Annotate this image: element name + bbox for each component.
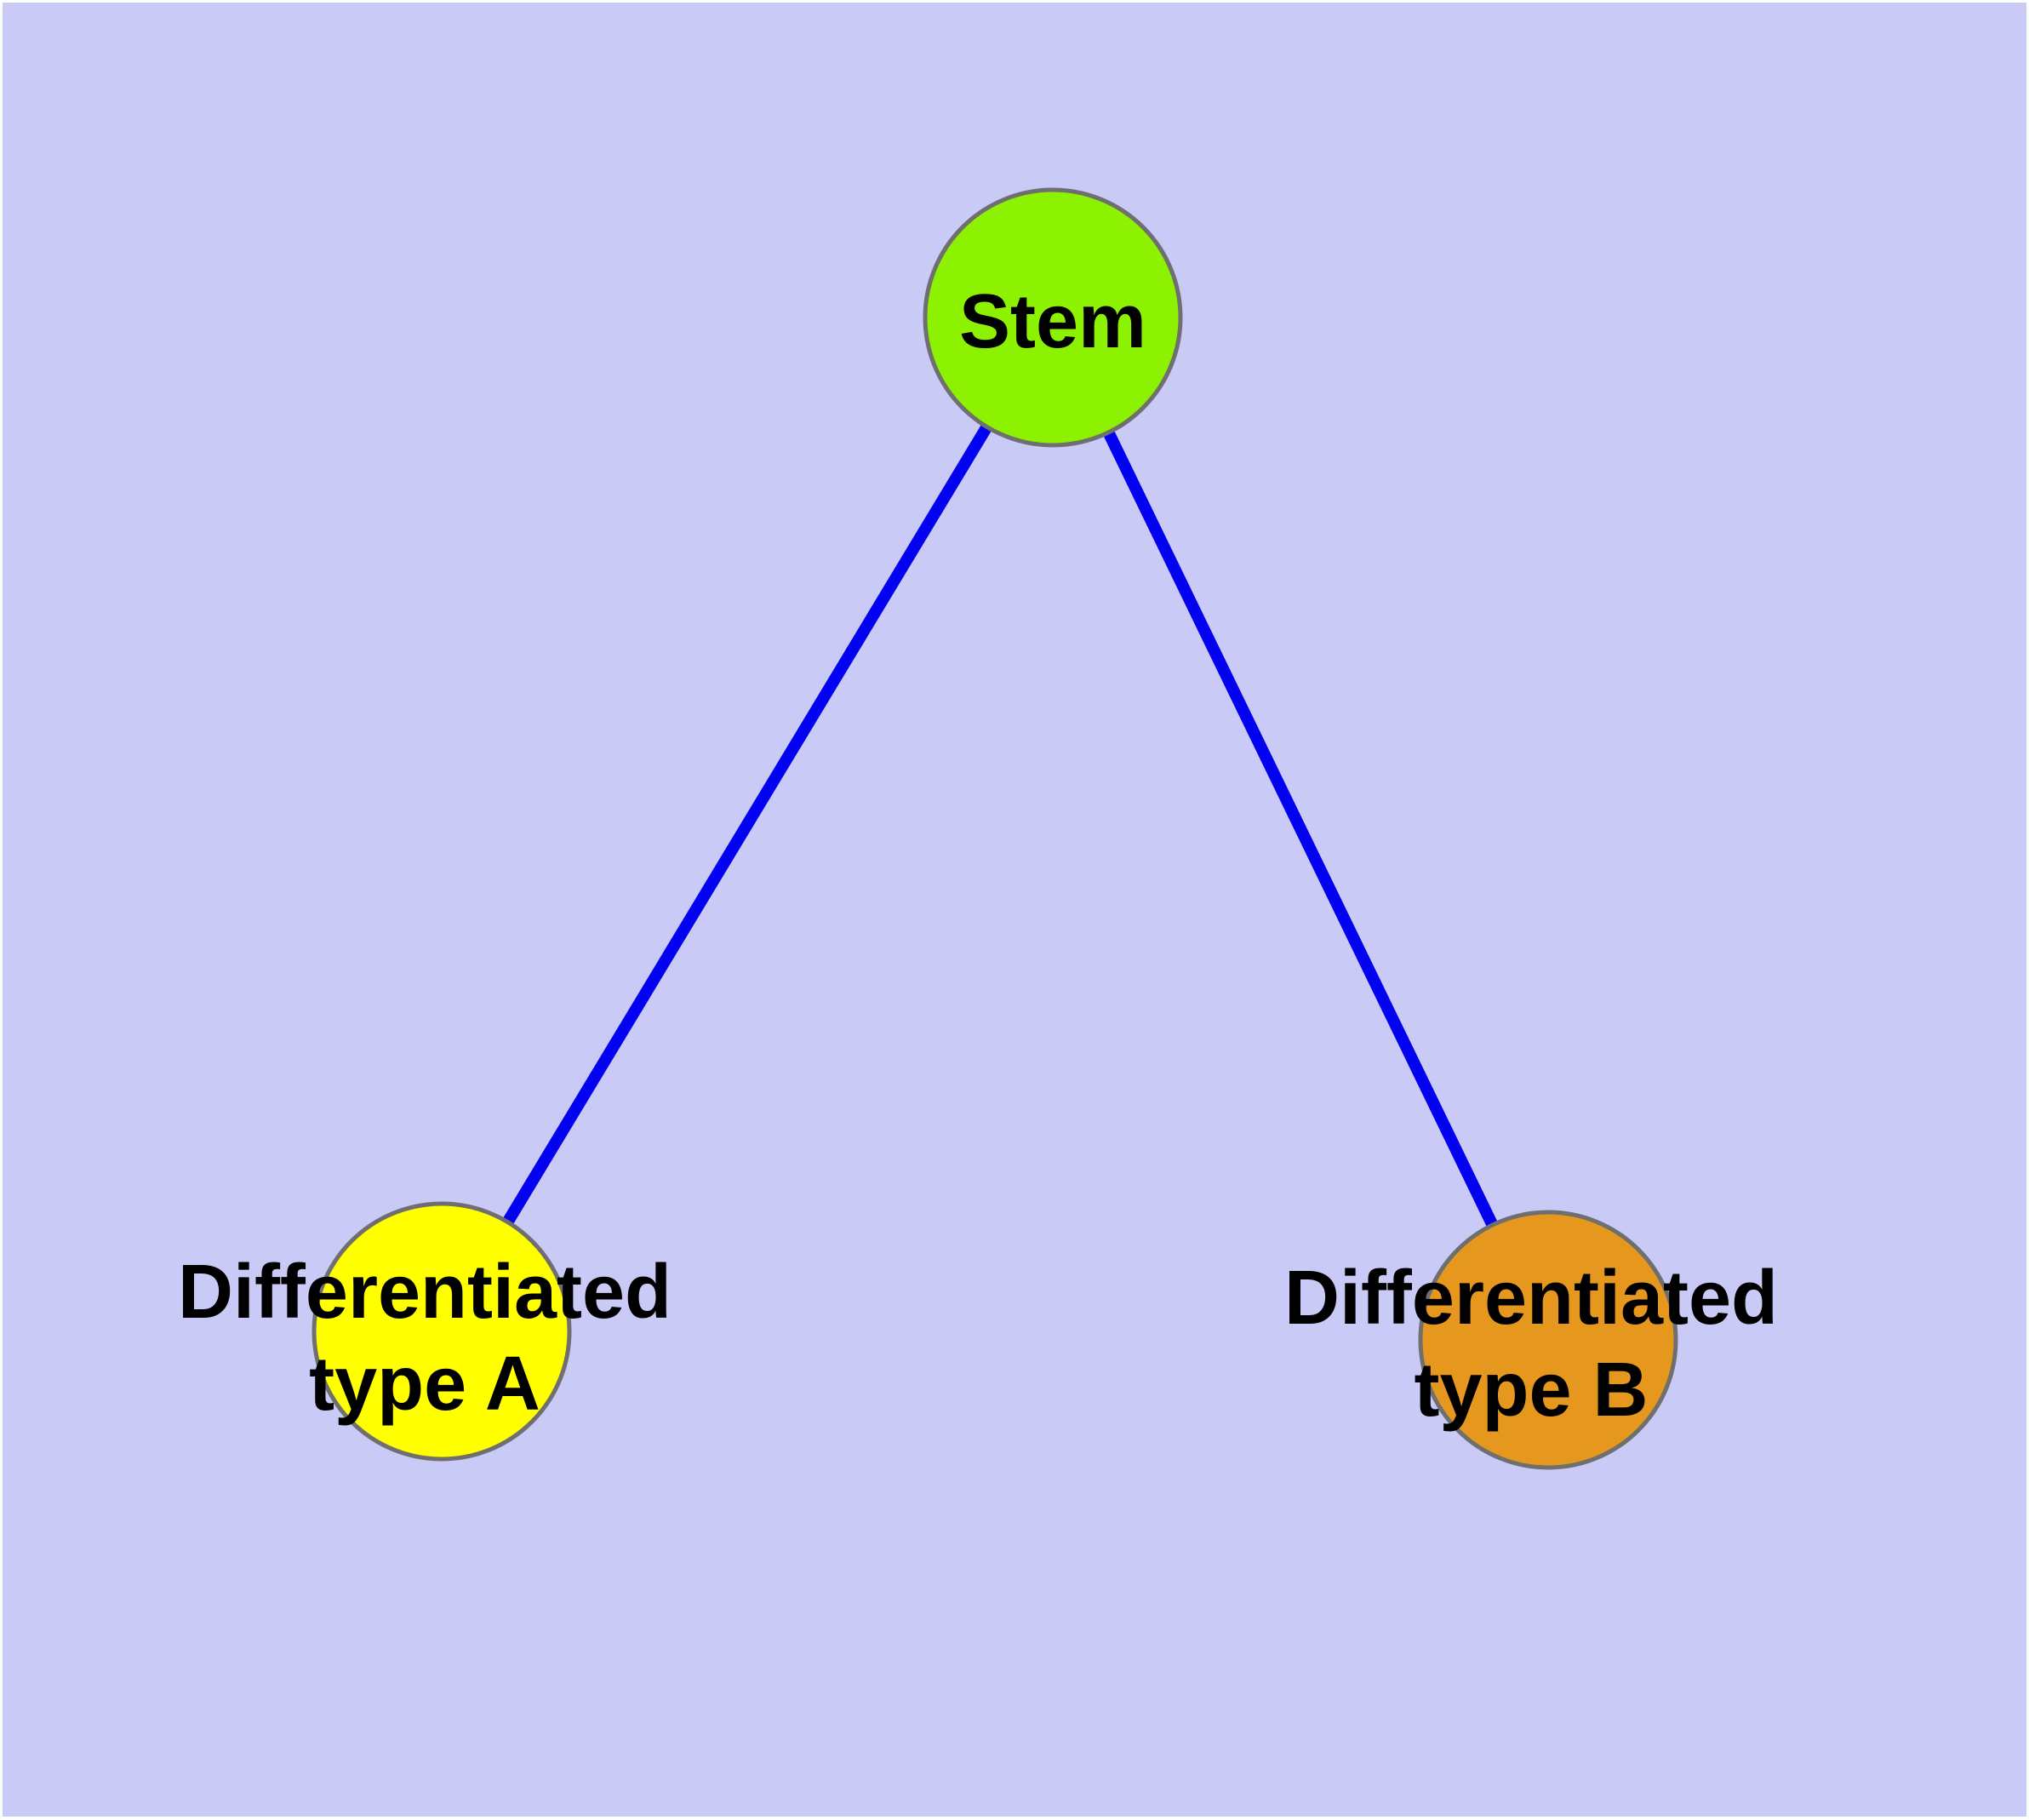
node-type-b-label-line1: Differentiated (1284, 1256, 1778, 1341)
edge-layer (437, 314, 1554, 1343)
node-type-a-label-line1: Differentiated (178, 1250, 672, 1335)
node-stem-circle (925, 190, 1180, 445)
node-type-b-circle (1420, 1212, 1676, 1468)
node-type-b-border (1418, 1210, 1678, 1470)
node-type-a-label-line2: type A (309, 1342, 540, 1427)
node-type-b-label-line2: type B (1414, 1348, 1648, 1433)
node-differentiated-type-a: Differentiated type A (178, 1201, 672, 1462)
node-stem-label: Stem (959, 279, 1146, 364)
edge-stem-to-type-a (437, 314, 1058, 1335)
node-stem-border (923, 187, 1183, 448)
node-stem: Stem (923, 187, 1183, 448)
node-type-a-border (311, 1201, 572, 1462)
node-differentiated-type-b: Differentiated type B (1284, 1210, 1778, 1470)
edge-stem-to-type-b (1047, 314, 1554, 1343)
node-type-a-circle (314, 1204, 569, 1459)
